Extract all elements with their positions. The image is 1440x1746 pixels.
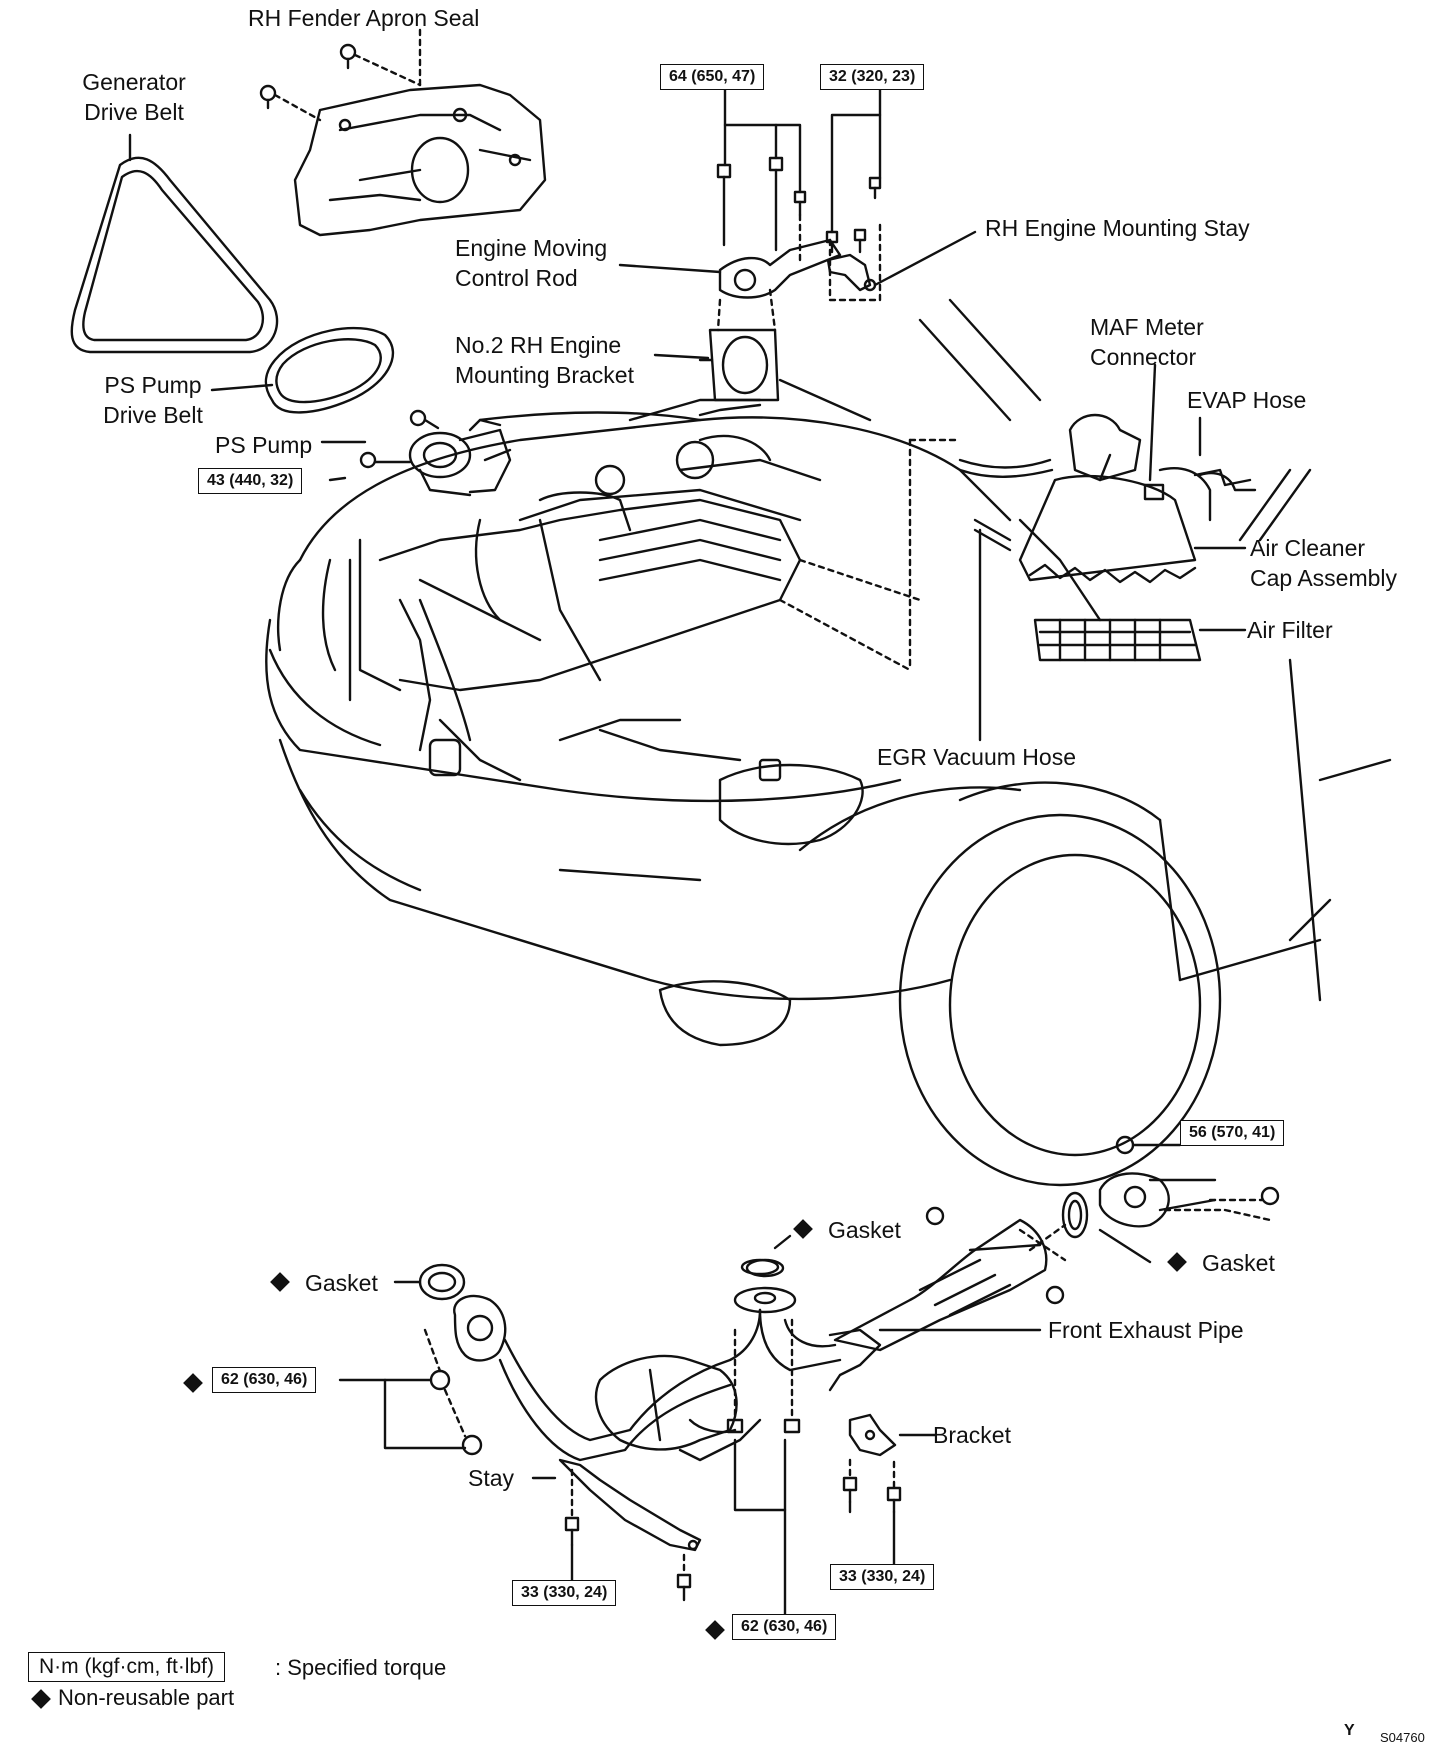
ps-pump-drawing xyxy=(359,409,512,497)
torque-spec-flange-left: 62 (630, 46) xyxy=(212,1367,317,1393)
label-rh-engine-mounting-stay: RH Engine Mounting Stay xyxy=(985,215,1250,241)
label-ps-pump: PS Pump xyxy=(215,432,313,458)
generator-belt-drawing xyxy=(70,156,279,354)
label-rh-fender-apron-seal: RH Fender Apron Seal xyxy=(248,5,480,31)
legend-nonreusable: Non-reusable part xyxy=(58,1685,235,1710)
torque-spec-stay-bolts: 32 (320, 23) xyxy=(820,64,925,90)
torque-spec-flange-right: 56 (570, 41) xyxy=(1180,1120,1285,1146)
air-cleaner-drawing xyxy=(778,413,1257,672)
label-gasket-right: Gasket xyxy=(1202,1250,1275,1276)
label-engine-moving-control-rod: Engine Moving Control Rod xyxy=(455,235,608,291)
label-ps-pump-drive-belt: PS Pump Drive Belt xyxy=(103,372,203,428)
label-stay: Stay xyxy=(468,1465,515,1491)
label-evap-hose: EVAP Hose xyxy=(1187,387,1307,413)
torque-spec-bracket-bottom: 33 (330, 24) xyxy=(830,1564,935,1590)
label-air-filter: Air Filter xyxy=(1247,617,1333,643)
label-leaders xyxy=(128,28,1312,742)
torque-spec-stay-bottom: 33 (330, 24) xyxy=(512,1580,617,1606)
label-front-exhaust-pipe: Front Exhaust Pipe xyxy=(1048,1317,1244,1343)
figure-letter: Y xyxy=(1344,1722,1355,1739)
label-generator-drive-belt: Generator Drive Belt xyxy=(82,69,186,125)
label-maf-meter-connector: MAF Meter Connector xyxy=(1090,314,1204,370)
label-gasket-left: Gasket xyxy=(305,1270,378,1296)
torque-spec-mount-bolts: 64 (650, 47) xyxy=(660,64,765,90)
label-no2-rh-engine-mounting-bracket: No.2 RH Engine Mounting Bracket xyxy=(455,332,634,388)
torque-spec-ps-pump-bolt: 43 (440, 32) xyxy=(198,468,303,494)
torque-spec-center-bottom: 62 (630, 46) xyxy=(732,1614,837,1640)
fender-apron-seal-drawing xyxy=(259,43,547,237)
legend-torque-desc: : Specified torque xyxy=(275,1655,447,1680)
figure-code: S04760 xyxy=(1380,1730,1425,1745)
label-air-cleaner-cap-assembly: Air Cleaner Cap Assembly xyxy=(1250,535,1398,591)
engine-mount-drawing xyxy=(698,88,882,417)
label-gasket-top: Gasket xyxy=(828,1217,901,1243)
label-bracket: Bracket xyxy=(933,1422,1011,1448)
ps-pump-belt-drawing xyxy=(264,326,395,414)
legend-torque-unit: N·m (kgf·cm, ft·lbf) xyxy=(28,1652,225,1682)
label-egr-vacuum-hose: EGR Vacuum Hose xyxy=(877,744,1076,770)
exhaust-drawing xyxy=(338,1135,1280,1622)
engine-bay xyxy=(378,434,822,782)
